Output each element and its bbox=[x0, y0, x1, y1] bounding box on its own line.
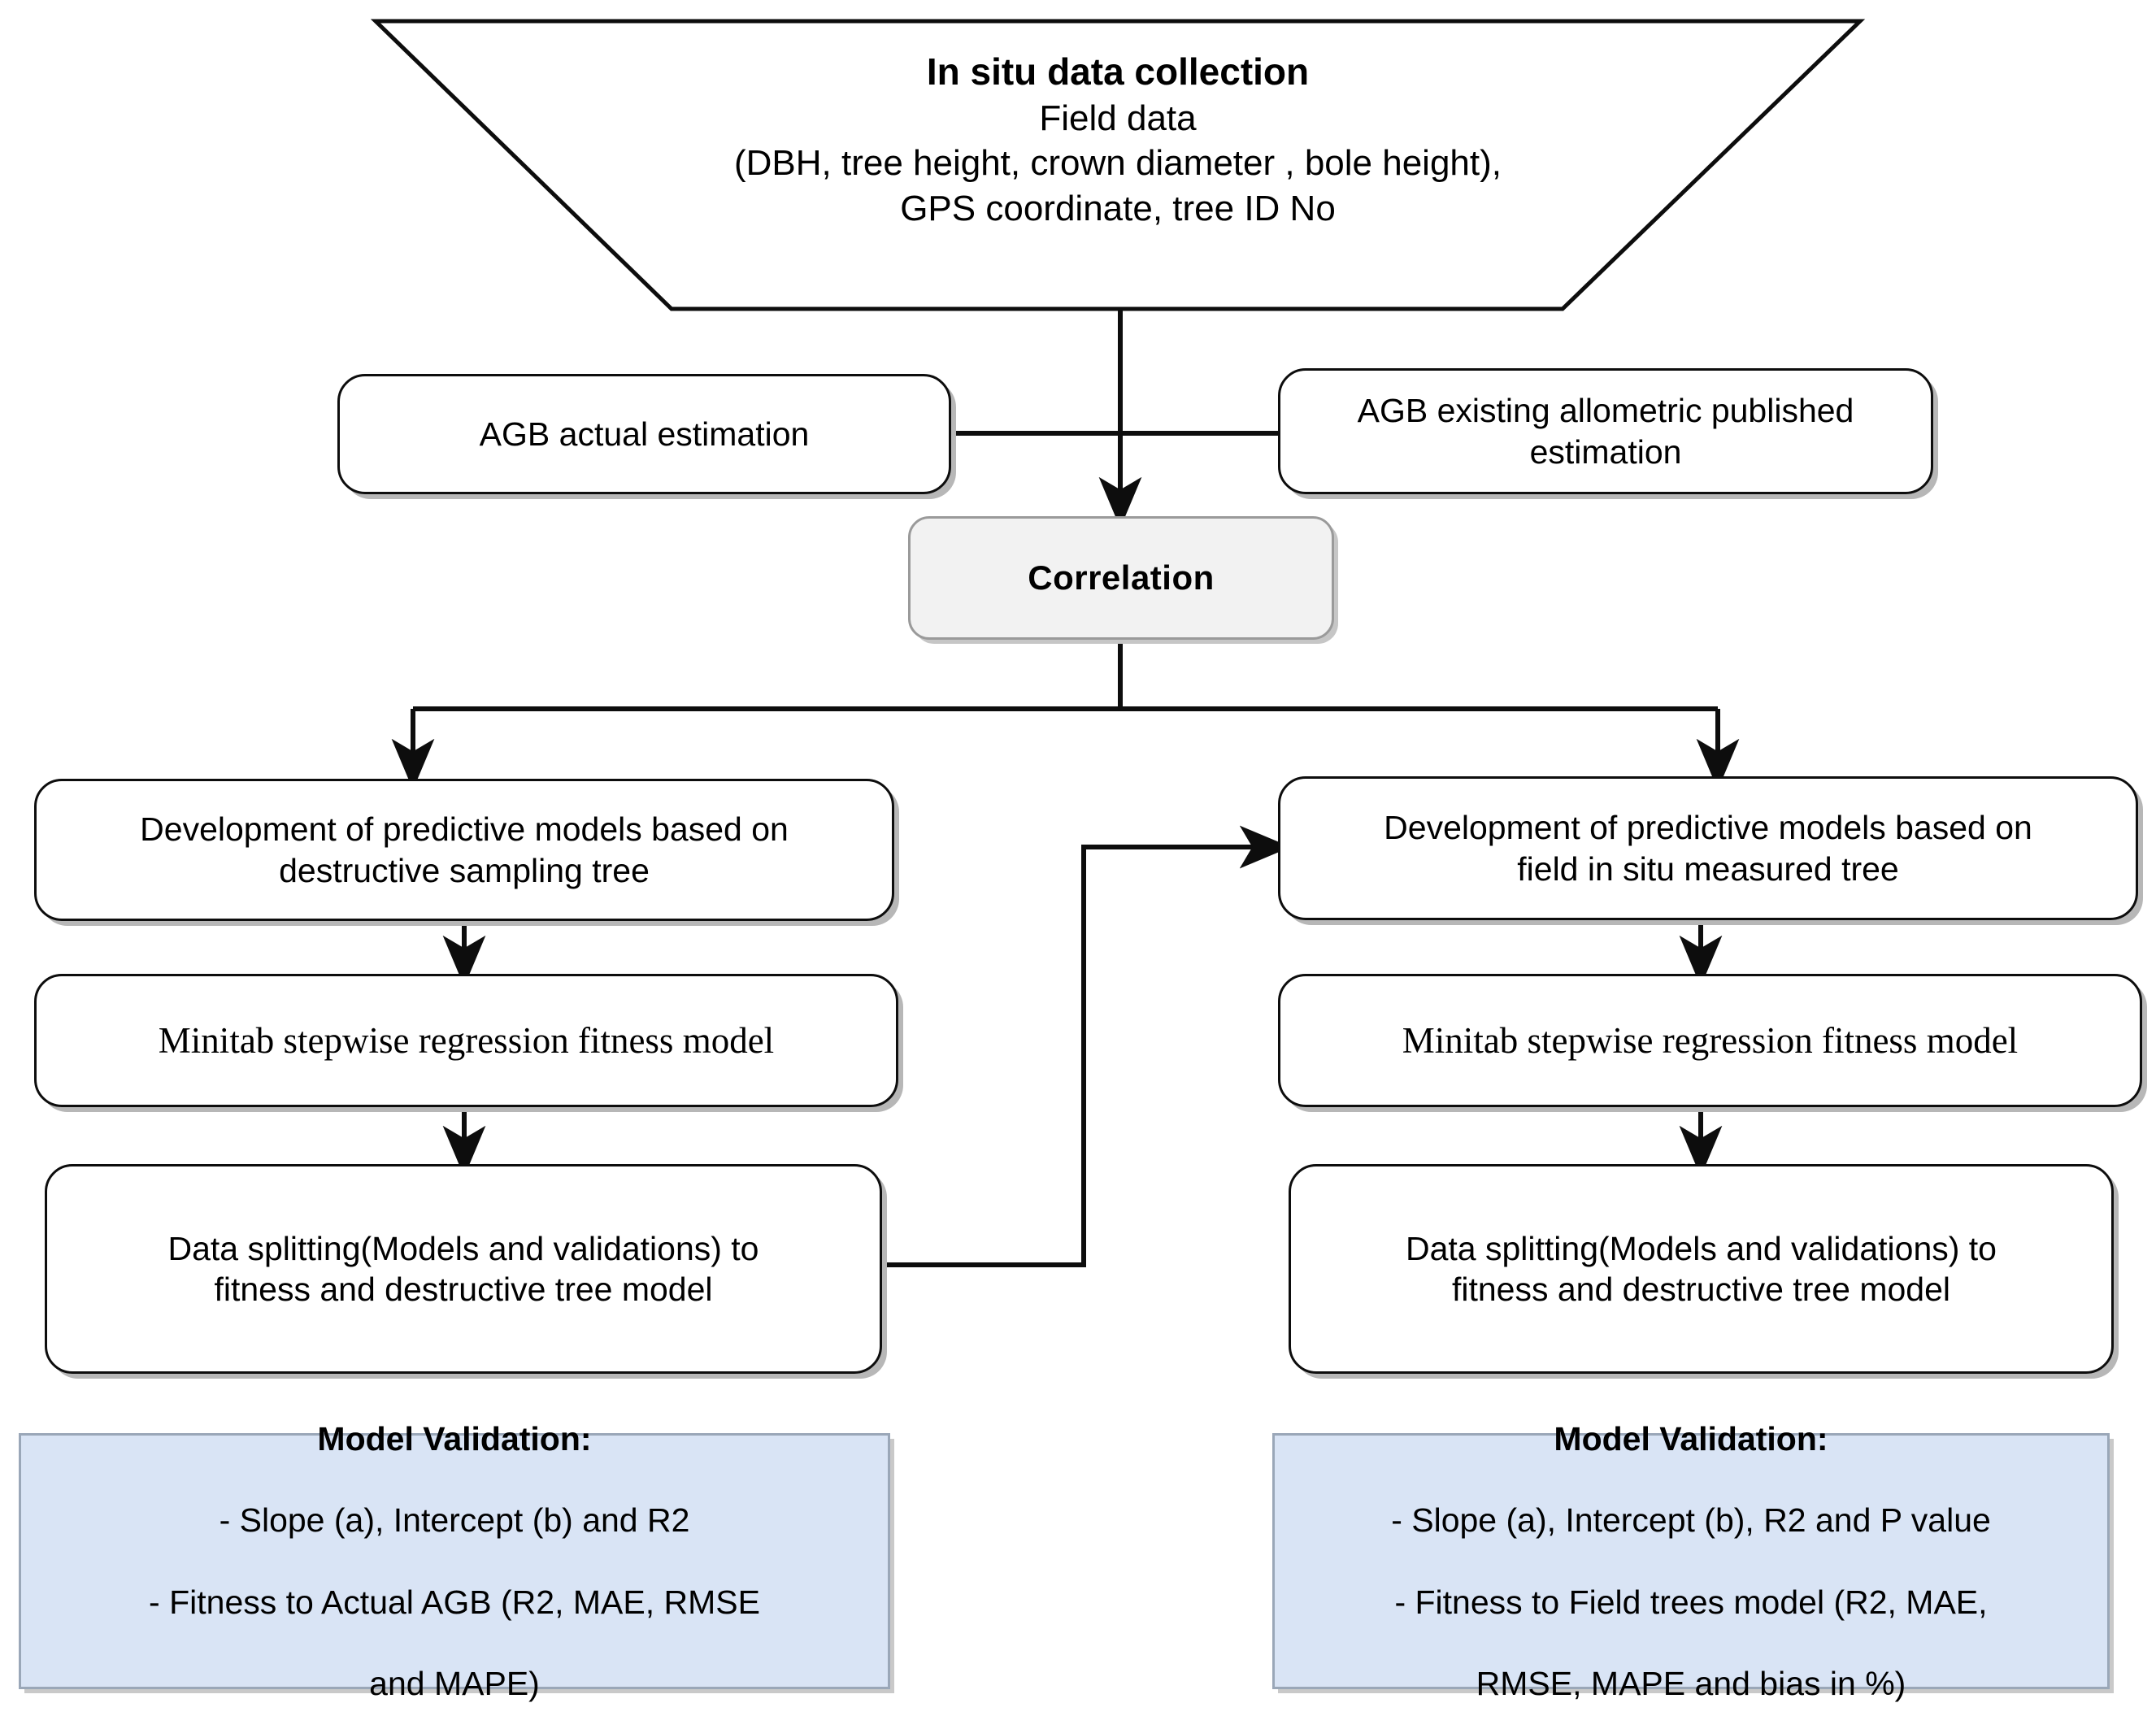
development-field-label: Development of predictive models based o… bbox=[1384, 809, 2032, 888]
in-situ-line-3: GPS coordinate, tree ID No bbox=[900, 188, 1336, 228]
trapezoid-shape bbox=[370, 19, 1866, 311]
minitab-left-label: Minitab stepwise regression fitness mode… bbox=[158, 1019, 775, 1061]
node-in-situ-data-collection: In situ data collection Field data (DBH,… bbox=[358, 11, 1878, 320]
agb-published-estimation-label: AGB existing allometric published estima… bbox=[1357, 392, 1854, 471]
development-destructive-label: Development of predictive models based o… bbox=[140, 810, 789, 889]
in-situ-line-1: Field data bbox=[1039, 98, 1197, 138]
model-validation-right-line-1: - Slope (a), Intercept (b), R2 and P val… bbox=[1391, 1501, 1991, 1540]
node-data-splitting-left[interactable]: Data splitting(Models and validations) t… bbox=[45, 1164, 882, 1374]
model-validation-left-line-2: - Fitness to Actual AGB (R2, MAE, RMSE bbox=[149, 1583, 760, 1621]
in-situ-title: In situ data collection bbox=[926, 50, 1310, 93]
model-validation-left-line-3: and MAPE) bbox=[369, 1664, 540, 1702]
node-minitab-stepwise-regression-left[interactable]: Minitab stepwise regression fitness mode… bbox=[34, 974, 898, 1107]
data-splitting-right-label: Data splitting(Models and validations) t… bbox=[1406, 1229, 1997, 1308]
minitab-right-label: Minitab stepwise regression fitness mode… bbox=[1402, 1019, 2019, 1061]
model-validation-right-title: Model Validation: bbox=[1554, 1420, 1828, 1458]
node-model-validation-right[interactable]: Model Validation: - Slope (a), Intercept… bbox=[1272, 1420, 2110, 1702]
agb-actual-estimation-label: AGB actual estimation bbox=[479, 415, 810, 453]
node-data-splitting-right[interactable]: Data splitting(Models and validations) t… bbox=[1289, 1164, 2114, 1374]
in-situ-line-2: (DBH, tree height, crown diameter , bole… bbox=[733, 143, 1502, 184]
node-development-field-in-situ-measured-tree[interactable]: Development of predictive models based o… bbox=[1278, 776, 2138, 920]
node-development-destructive-sampling-tree[interactable]: Development of predictive models based o… bbox=[34, 779, 894, 921]
data-splitting-left-label: Data splitting(Models and validations) t… bbox=[167, 1229, 759, 1308]
node-agb-existing-allometric-published-estimation[interactable]: AGB existing allometric published estima… bbox=[1278, 368, 1933, 494]
node-model-validation-left[interactable]: Model Validation: - Slope (a), Intercept… bbox=[19, 1420, 890, 1702]
edge-split-left-feedback-to-dev-field bbox=[882, 825, 1291, 1267]
model-validation-left-title: Model Validation: bbox=[317, 1420, 592, 1458]
model-validation-right-line-3: RMSE, MAPE and bias in %) bbox=[1476, 1664, 1906, 1702]
model-validation-right-line-2: - Fitness to Field trees model (R2, MAE, bbox=[1394, 1583, 1988, 1621]
node-correlation[interactable]: Correlation bbox=[908, 516, 1334, 640]
model-validation-left-line-1: - Slope (a), Intercept (b) and R2 bbox=[219, 1501, 690, 1540]
node-minitab-stepwise-regression-right[interactable]: Minitab stepwise regression fitness mode… bbox=[1278, 974, 2142, 1107]
correlation-label: Correlation bbox=[1028, 558, 1215, 597]
node-agb-actual-estimation[interactable]: AGB actual estimation bbox=[337, 374, 951, 494]
